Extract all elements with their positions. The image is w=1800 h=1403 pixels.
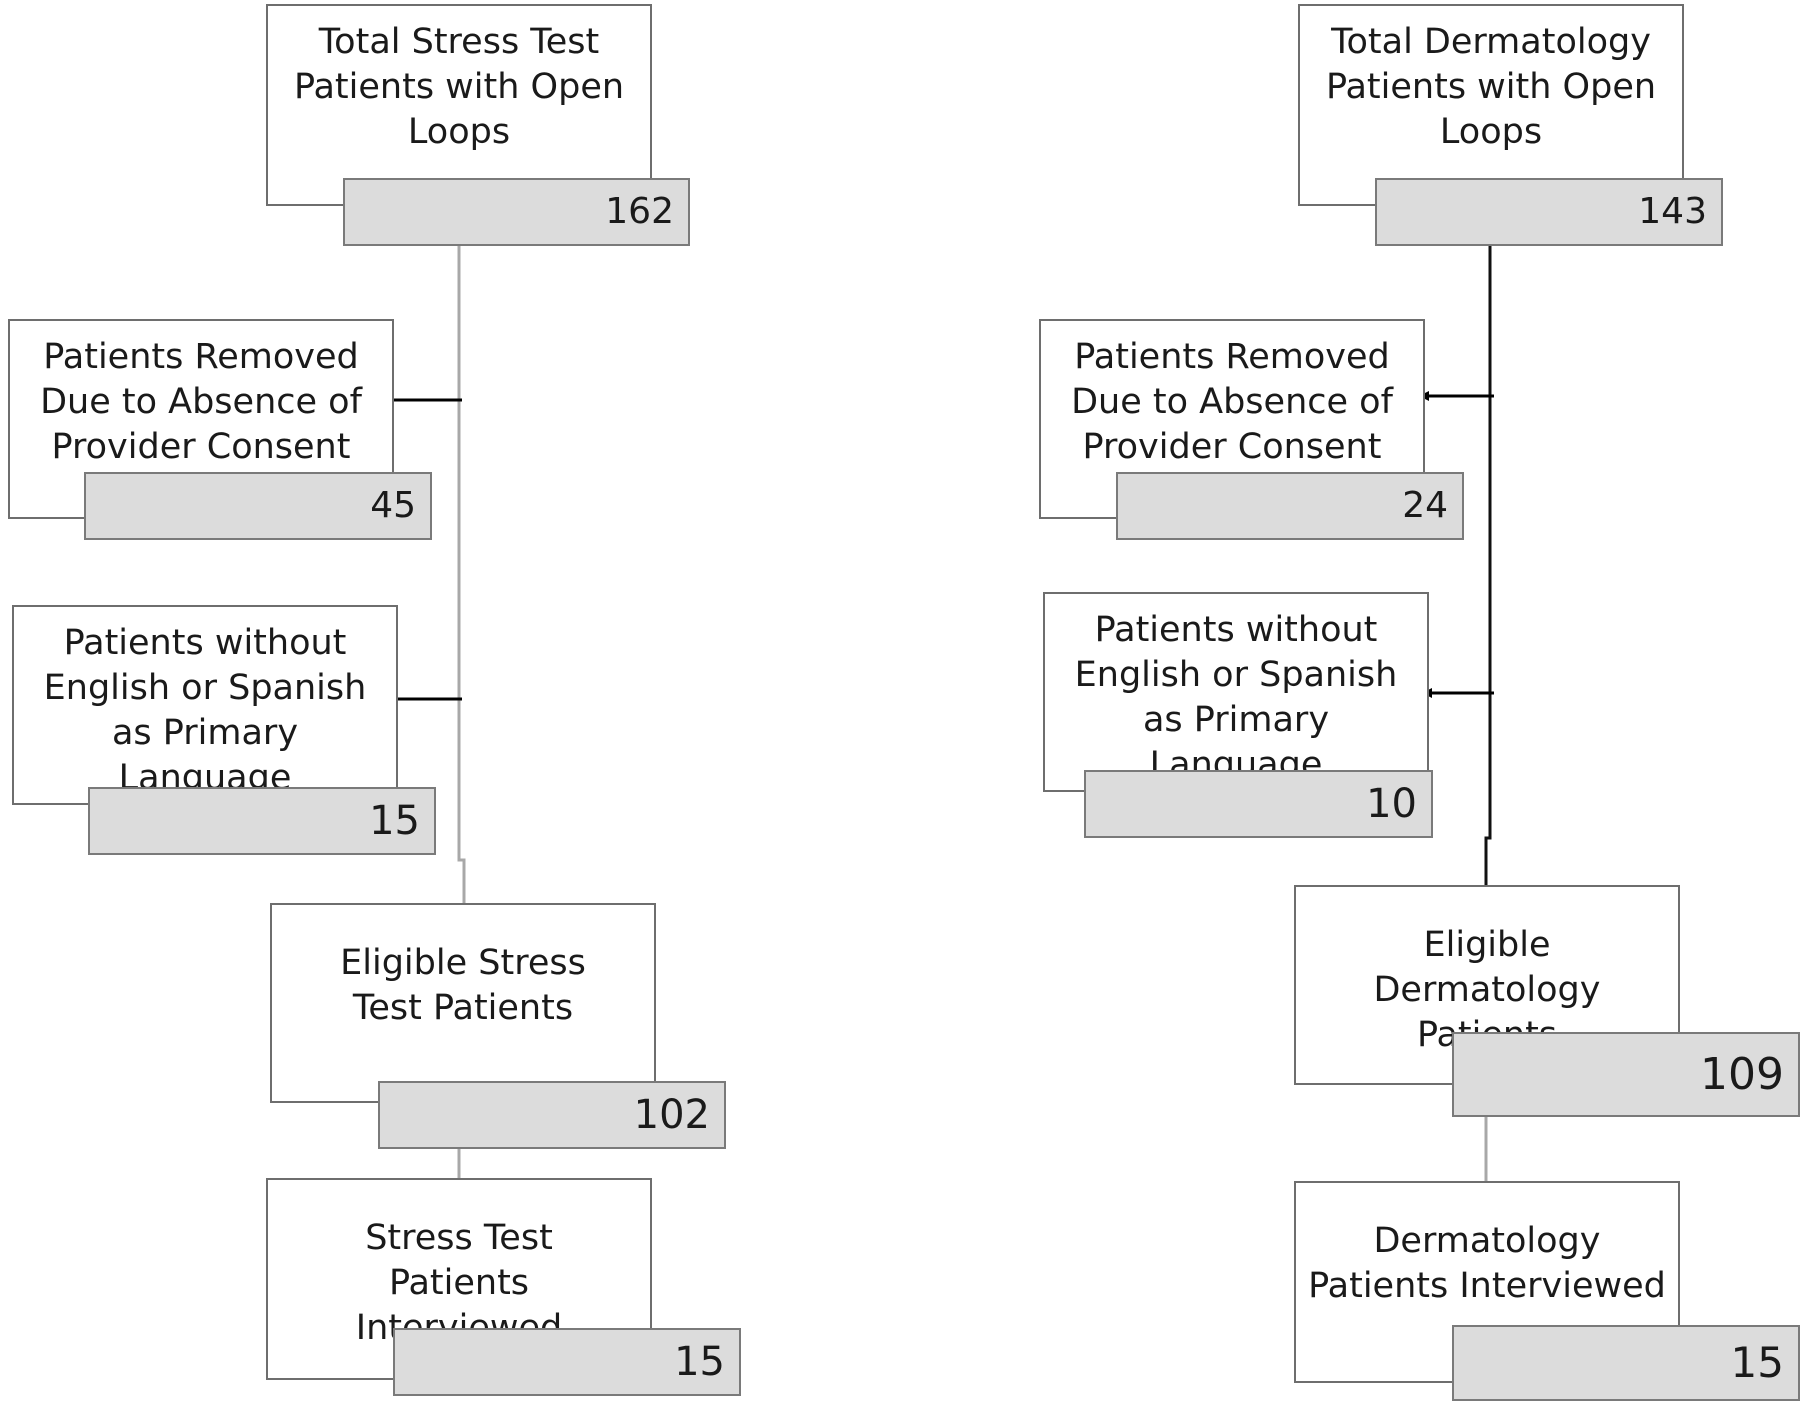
- stress-language-label: Patients without English or Spanish as P…: [43, 623, 367, 798]
- derm-language-count: 10: [1084, 770, 1433, 838]
- stress-eligible-box: Eligible Stress Test Patients: [270, 903, 656, 1103]
- stress-trunk-line: [457, 205, 466, 903]
- derm-language-box: Patients without English or Spanish as P…: [1043, 592, 1429, 792]
- stress-total-box: Total Stress Test Patients with Open Loo…: [266, 4, 652, 206]
- derm-total-count: 143: [1375, 178, 1723, 246]
- stress-consent-label: Patients Removed Due to Absence of Provi…: [40, 337, 362, 467]
- derm-total-label: Total Dermatology Patients with Open Loo…: [1325, 22, 1657, 152]
- derm-consent-label: Patients Removed Due to Absence of Provi…: [1071, 337, 1393, 467]
- stress-interviewed-count: 15: [393, 1328, 741, 1396]
- stress-total-label: Total Stress Test Patients with Open Loo…: [293, 22, 625, 152]
- stress-eligible-label: Eligible Stress Test Patients: [340, 943, 586, 1028]
- stress-consent-count: 45: [84, 472, 432, 540]
- stress-eligible-count: 102: [378, 1081, 726, 1149]
- stress-language-box: Patients without English or Spanish as P…: [12, 605, 398, 805]
- derm-interviewed-count: 15: [1452, 1325, 1800, 1401]
- stress-language-count: 15: [88, 787, 436, 855]
- stress-total-count: 162: [343, 178, 690, 246]
- derm-language-label: Patients without English or Spanish as P…: [1074, 610, 1398, 785]
- derm-eligible-count: 109: [1452, 1032, 1800, 1117]
- derm-trunk-line: [1484, 205, 1492, 885]
- derm-consent-count: 24: [1116, 472, 1464, 540]
- derm-interviewed-label: Dermatology Patients Interviewed: [1308, 1221, 1666, 1306]
- derm-total-box: Total Dermatology Patients with Open Loo…: [1298, 4, 1684, 206]
